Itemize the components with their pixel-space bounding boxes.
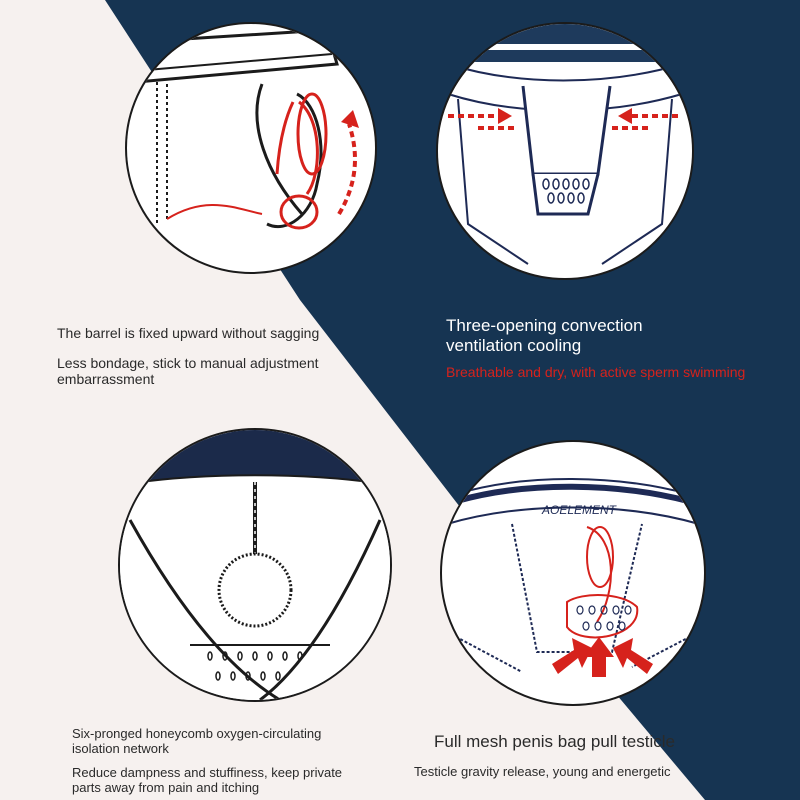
- mesh-pouch-subtitle: Testicle gravity release, young and ener…: [414, 764, 671, 779]
- barrel-support-title: The barrel is fixed upward without saggi…: [57, 325, 320, 341]
- convection-ventilation-illustration: [436, 22, 694, 280]
- mesh-pouch-title: Full mesh penis bag pull testicle: [434, 732, 675, 751]
- barrel-support-illustration: [125, 22, 377, 274]
- mesh-pouch-illustration: AOELEMENT: [440, 440, 706, 706]
- honeycomb-isolation-subtitle: Reduce dampness and stuffiness, keep pri…: [72, 765, 343, 795]
- convection-ventilation-title: Three-opening convection ventilation coo…: [446, 316, 643, 355]
- convection-ventilation-subtitle: Breathable and dry, with active sperm sw…: [446, 364, 746, 380]
- brand-wordmark: AOELEMENT: [541, 503, 618, 517]
- honeycomb-isolation-title: Six-pronged honeycomb oxygen-circulating…: [72, 726, 322, 756]
- honeycomb-isolation-illustration: [118, 428, 392, 702]
- barrel-support-subtitle: Less bondage, stick to manual adjustment…: [57, 355, 319, 388]
